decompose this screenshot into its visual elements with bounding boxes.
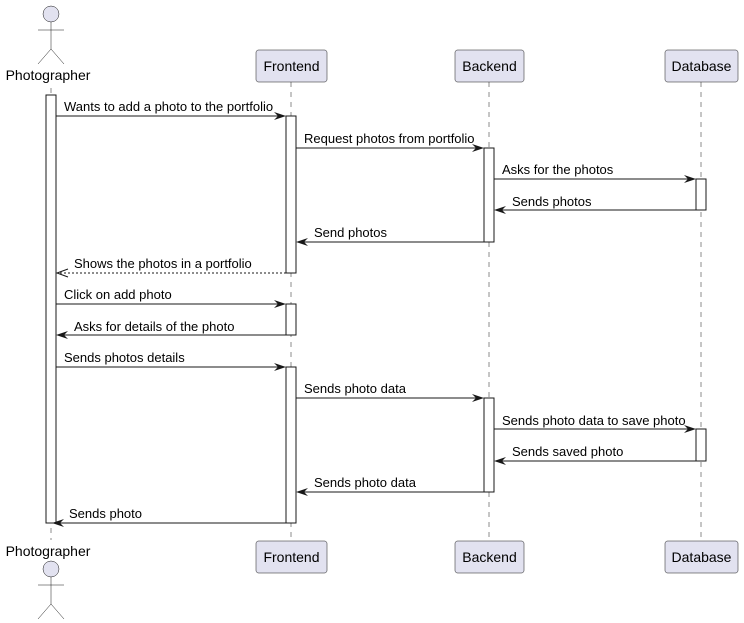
photographer-figure-icon [37,5,65,65]
activation-frontend [285,366,297,524]
message-label: Sends photo [69,506,142,521]
participant-label-photographer: Photographer [6,543,91,559]
message-label: Sends photos details [64,350,185,365]
message-label: Sends photo data [314,475,417,490]
participant-backend: Backend [454,49,525,83]
participant-label-frontend: Frontend [263,549,319,565]
participant-label-database: Database [672,549,732,565]
message: Sends photos [494,194,696,214]
message: Send photos [296,225,484,246]
message-label: Sends saved photo [512,444,623,459]
message-label: Send photos [314,225,388,240]
participant-frontend: Frontend [255,540,328,574]
activation-frontend [285,115,297,274]
message-label: Request photos from portfolio [304,131,475,146]
activation-backend [483,397,495,493]
message: Asks for the photos [494,162,696,183]
participant-label-photographer: Photographer [6,67,91,83]
message: Sends photo data [296,475,484,496]
message-label: Asks for the photos [502,162,614,177]
activation-database [695,428,707,462]
message: Request photos from portfolio [296,131,484,152]
message-label: Wants to add a photo to the portfolio [64,99,273,114]
message-label: Sends photos [512,194,592,209]
participant-label-backend: Backend [462,549,516,565]
participant-database: Database [664,540,739,574]
activation-database [695,178,707,211]
message-label: Sends photo data [304,381,407,396]
message-label: Shows the photos in a portfolio [74,256,252,271]
message-label: Asks for details of the photo [74,319,234,334]
message: Sends photos details [56,350,286,371]
message: Click on add photo [56,287,286,308]
message: Sends photo data [296,381,484,402]
message: Sends photo data to save photo [494,413,696,433]
message: Sends photo [52,506,286,527]
message-label: Click on add photo [64,287,172,302]
message: Wants to add a photo to the portfolio [56,99,286,120]
activation-frontend [285,303,297,336]
activation-photographer [45,94,57,524]
photographer-figure-icon [37,560,65,620]
message: Asks for details of the photo [56,319,286,339]
participant-frontend: Frontend [255,49,328,83]
participant-label-frontend: Frontend [263,58,319,74]
message: Shows the photos in a portfolio [55,256,286,278]
activation-backend [483,147,495,243]
message: Sends saved photo [494,444,696,465]
participant-label-backend: Backend [462,58,516,74]
participant-backend: Backend [454,540,525,574]
participant-label-database: Database [672,58,732,74]
message-label: Sends photo data to save photo [502,413,686,428]
participant-database: Database [664,49,739,83]
